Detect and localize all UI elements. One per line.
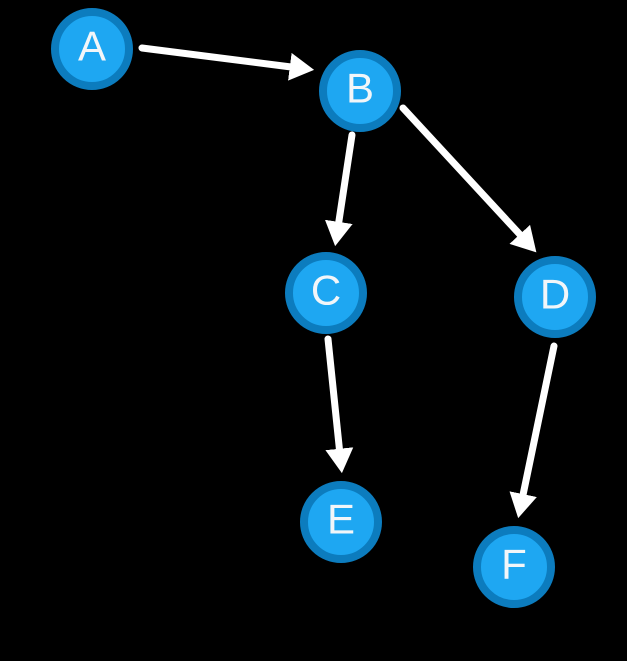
node-D[interactable]: D [514, 256, 596, 338]
nodes-layer: A B C D E F [51, 8, 596, 608]
node-A-circle[interactable] [51, 8, 133, 90]
node-E-circle[interactable] [300, 481, 382, 563]
edge-B-D [399, 104, 537, 253]
node-F-circle[interactable] [473, 526, 555, 608]
edge-B-C [324, 131, 356, 247]
edge-A-B [138, 44, 315, 81]
edge-D-F [509, 342, 558, 519]
edge-C-E [324, 335, 354, 474]
node-E[interactable]: E [300, 481, 382, 563]
edges-layer [138, 44, 558, 519]
node-F[interactable]: F [473, 526, 555, 608]
node-A[interactable]: A [51, 8, 133, 90]
node-C[interactable]: C [285, 252, 367, 334]
node-B-circle[interactable] [319, 50, 401, 132]
node-B[interactable]: B [319, 50, 401, 132]
node-D-circle[interactable] [514, 256, 596, 338]
node-C-circle[interactable] [285, 252, 367, 334]
